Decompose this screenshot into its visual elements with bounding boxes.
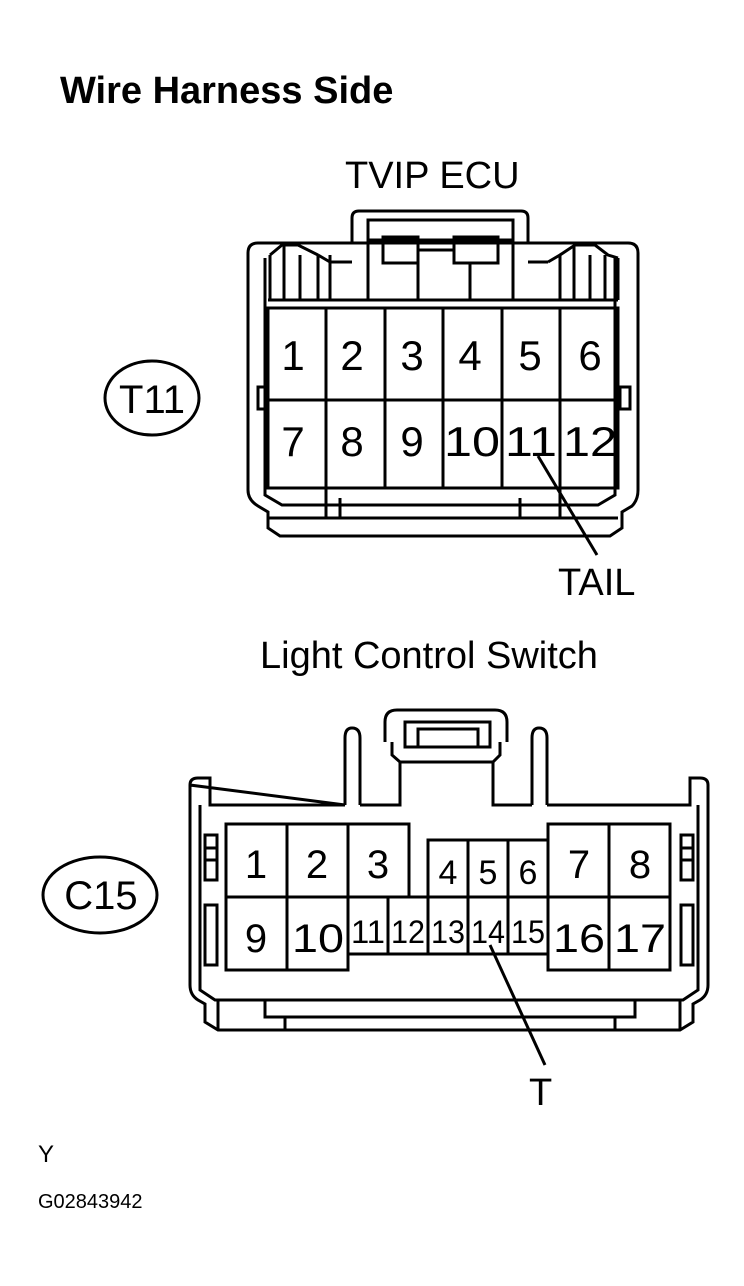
tvip-ecu-connector [246,209,640,538]
c15-terminal-5: 5 [479,854,498,892]
tail-leader-line [536,455,599,556]
t11-code-badge: T11 [103,359,201,437]
c15-code-badge: C15 [41,855,159,935]
tvip-ecu-terminal-numbers: 1 2 3 4 5 6 7 8 9 10 11 12 [281,332,617,465]
t11-terminal-8: 8 [340,418,363,465]
c15-terminal-11: 11 [351,914,385,950]
t11-terminal-6: 6 [578,332,601,379]
light-control-switch-label: Light Control Switch [260,635,598,677]
c15-terminal-12: 12 [391,914,425,950]
t11-terminal-9: 9 [400,418,423,465]
footer-letter: Y [38,1141,55,1168]
c15-terminal-13: 13 [431,914,465,950]
t11-terminal-11: 11 [505,418,557,465]
tvip-ecu-label: TVIP ECU [345,155,520,197]
t-callout-label: T [529,1072,553,1114]
c15-terminal-14: 14 [471,914,505,950]
t11-terminal-4: 4 [458,332,481,379]
page-title: Wire Harness Side [60,70,394,112]
c15-terminal-9: 9 [245,917,267,961]
c15-terminal-15: 15 [511,914,545,950]
t11-terminal-3: 3 [400,332,423,379]
c15-terminal-7: 7 [568,843,590,887]
c15-terminal-17: 17 [614,917,666,961]
c15-terminal-4: 4 [439,854,458,892]
c15-terminal-3: 3 [367,843,389,887]
c15-terminal-8: 8 [629,843,651,887]
c15-terminal-16: 16 [553,917,605,961]
t11-terminal-5: 5 [518,332,541,379]
c15-terminal-6: 6 [519,854,538,892]
c15-terminal-2: 2 [306,843,328,887]
t11-terminal-12: 12 [563,418,617,465]
t-leader-line [488,944,547,1066]
t11-terminal-1: 1 [281,332,304,379]
t11-terminal-7: 7 [281,418,304,465]
t11-code: T11 [119,378,185,422]
tail-callout-label: TAIL [558,562,636,604]
light-control-switch-terminal-numbers: 1 2 3 4 5 6 7 8 9 10 11 12 13 14 15 16 1… [245,843,666,961]
light-control-switch-connector [188,708,710,1032]
c15-code: C15 [64,874,137,918]
c15-terminal-1: 1 [245,843,267,887]
t11-terminal-2: 2 [340,332,363,379]
c15-terminal-10: 10 [292,917,344,961]
t11-terminal-10: 10 [444,418,500,465]
figure-id: G02843942 [38,1191,143,1213]
